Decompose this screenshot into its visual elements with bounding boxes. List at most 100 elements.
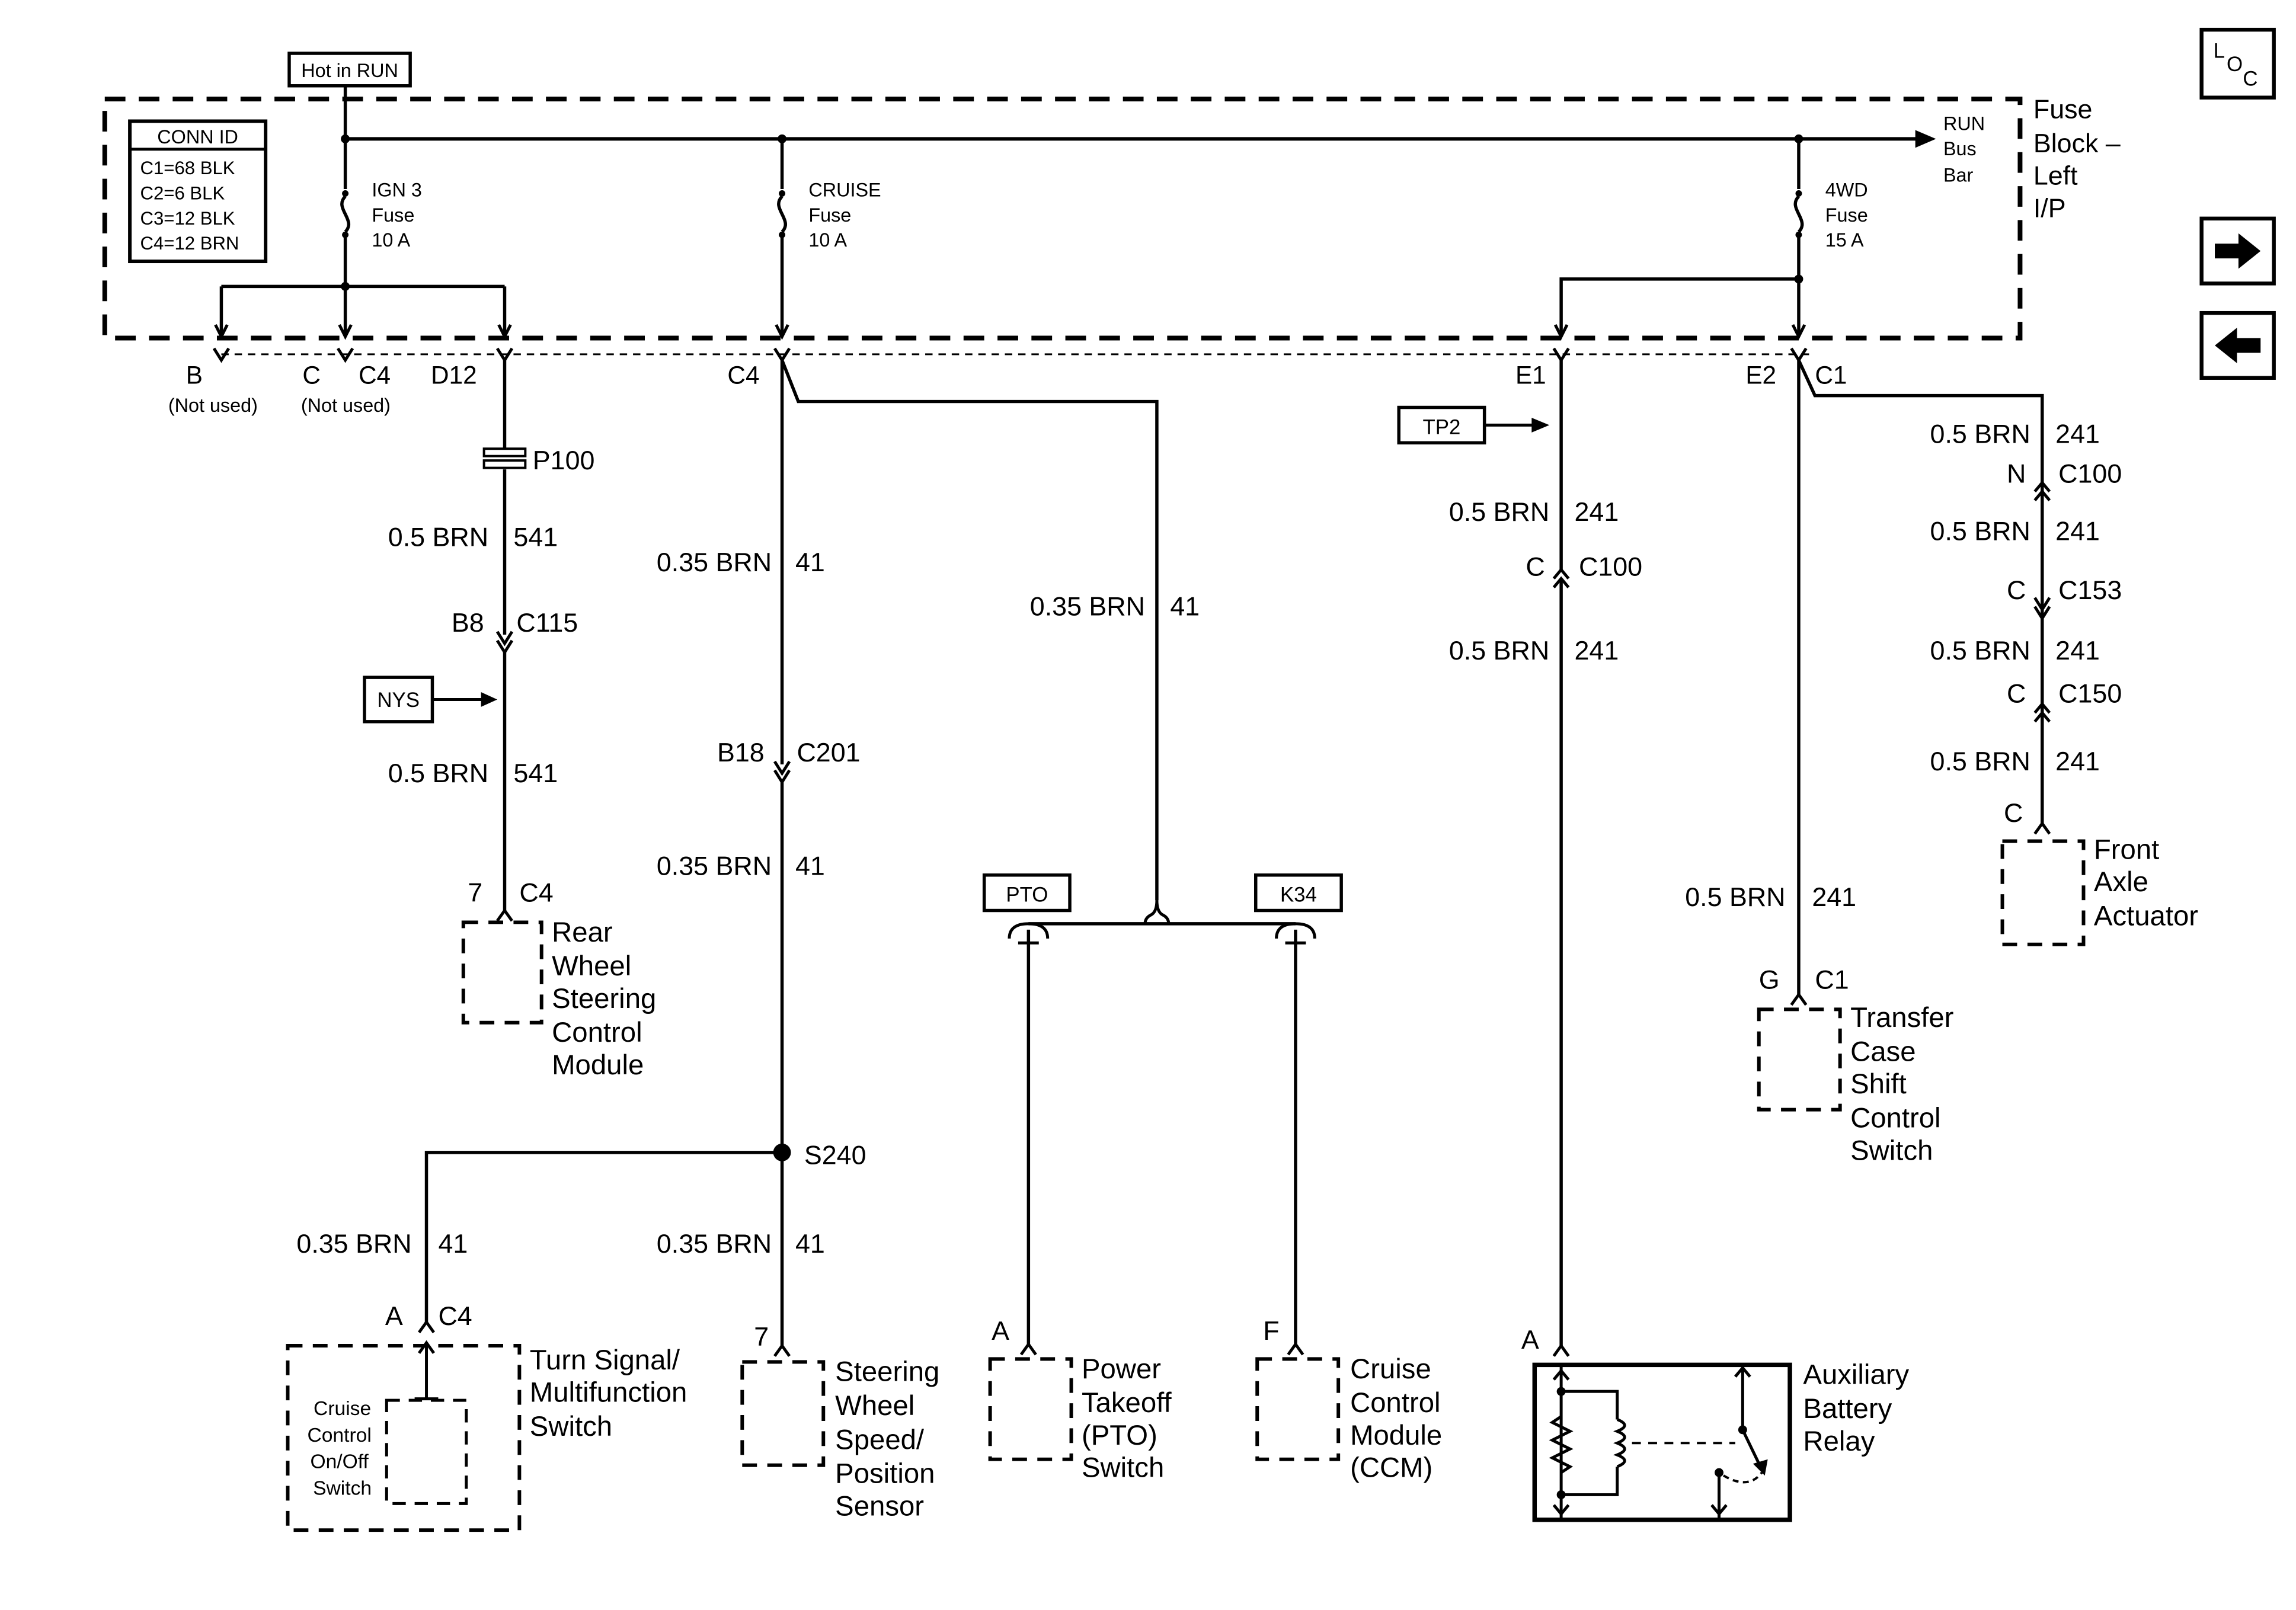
svg-text:B18: B18 [717, 738, 765, 767]
module-label: Actuator [2094, 900, 2198, 932]
svg-text:41: 41 [795, 548, 825, 577]
pin-label: C1 [1815, 361, 1847, 389]
svg-text:TP2: TP2 [1423, 415, 1461, 438]
module-label: Takeoff [1082, 1387, 1172, 1419]
fuse-block-title: Left [2033, 161, 2078, 191]
svg-text:NYS: NYS [377, 689, 420, 712]
svg-text:4WD: 4WD [1825, 179, 1868, 200]
svg-text:10 A: 10 A [372, 229, 410, 251]
module-label: Transfer [1850, 1002, 1953, 1033]
pin-label: C4 [727, 361, 759, 389]
pin-label: C [302, 361, 321, 389]
module-label: Position [835, 1458, 935, 1490]
turn-signal-module-box [286, 1343, 522, 1532]
svg-text:C: C [2243, 68, 2257, 91]
svg-text:S240: S240 [804, 1141, 866, 1170]
svg-text:C100: C100 [1579, 552, 1642, 581]
branch-transfer-case: 0.5 BRN 241 G C1 Transfer Case Shift Con… [1685, 360, 1953, 1166]
svg-text:C150: C150 [2058, 678, 2122, 708]
svg-text:541: 541 [513, 523, 558, 552]
tp2-label: TP2 [1397, 405, 1550, 445]
module-label: Switch [1850, 1135, 1933, 1166]
svg-text:241: 241 [2055, 419, 2100, 449]
next-page-button[interactable] [2199, 216, 2276, 286]
pin-label: B [186, 361, 203, 389]
svg-text:C153: C153 [2058, 575, 2122, 605]
module-label: Rear [552, 917, 613, 948]
steering-sensor-box [740, 1360, 826, 1467]
loc-button[interactable]: L O C [2199, 27, 2276, 100]
module-label: Shift [1850, 1068, 1907, 1100]
svg-text:C: C [2004, 798, 2023, 828]
svg-text:0.5 BRN: 0.5 BRN [1930, 636, 2030, 665]
svg-text:0.5 BRN: 0.5 BRN [1930, 419, 2030, 449]
svg-text:0.35 BRN: 0.35 BRN [657, 1229, 772, 1259]
arrow-right-icon [2215, 233, 2261, 269]
svg-text:15 A: 15 A [1825, 229, 1864, 251]
svg-text:C4: C4 [438, 1301, 472, 1331]
pin-label: D12 [431, 361, 477, 389]
module-label: Turn Signal/ [530, 1345, 680, 1376]
run-bus-label: RUN [1943, 113, 1985, 134]
nys-label: NYS [363, 676, 498, 724]
svg-text:A: A [1521, 1325, 1539, 1355]
module-label: Power [1082, 1353, 1161, 1385]
run-bus-label: Bar [1943, 165, 1974, 186]
hot-in-run-label: Hot in RUN [287, 52, 412, 88]
svg-text:241: 241 [1575, 636, 1619, 665]
svg-text:Switch: Switch [313, 1477, 372, 1499]
fuse-ign3: IGN 3 Fuse 10 A [340, 139, 422, 287]
module-label: Cruise [1350, 1353, 1431, 1385]
not-used-label: (Not used) [168, 395, 258, 416]
svg-text:F: F [1263, 1316, 1279, 1346]
cruise-onoff-switch-box [385, 1398, 468, 1505]
module-label: Switch [1082, 1452, 1164, 1484]
svg-text:Control: Control [307, 1425, 371, 1446]
module-label: Case [1850, 1036, 1916, 1067]
svg-text:A: A [385, 1301, 403, 1331]
not-used-label: (Not used) [301, 395, 391, 416]
conn-id-row: C1=68 BLK [140, 158, 235, 178]
svg-text:0.35 BRN: 0.35 BRN [657, 852, 772, 881]
svg-text:C: C [1526, 552, 1544, 581]
svg-text:0.5 BRN: 0.5 BRN [1449, 497, 1549, 527]
svg-text:41: 41 [438, 1229, 468, 1259]
module-label: Switch [530, 1411, 612, 1442]
branch-pto-ccm: 0.35 BRN 41 PTO K34 A Power Takeoff (PTO… [982, 592, 1442, 1484]
module-label: Axle [2094, 866, 2148, 898]
module-label: Control [1350, 1387, 1440, 1419]
conn-id-row: C2=6 BLK [140, 183, 225, 203]
module-label: Sensor [835, 1490, 924, 1522]
svg-text:L: L [2214, 39, 2225, 62]
svg-text:241: 241 [1575, 497, 1619, 527]
branch-rear-wheel-steering: P100 0.5 BRN 541 B8 C115 NYS 0.5 BRN 541… [363, 360, 656, 1081]
svg-text:P100: P100 [533, 446, 595, 475]
fuse-block-title: Fuse [2033, 95, 2093, 124]
svg-text:241: 241 [2055, 517, 2100, 546]
rws-module-box [461, 920, 543, 1025]
fuse-block: CONN ID C1=68 BLK C2=6 BLK C3=12 BLK C4=… [102, 52, 2121, 341]
module-label: Module [1350, 1420, 1442, 1451]
svg-text:0.35 BRN: 0.35 BRN [296, 1229, 411, 1259]
svg-text:Hot in RUN: Hot in RUN [301, 60, 398, 81]
module-label: Module [552, 1049, 644, 1081]
front-axle-actuator-box [2000, 839, 2086, 946]
svg-text:0.5 BRN: 0.5 BRN [388, 758, 488, 788]
module-label: Steering [552, 983, 656, 1014]
svg-text:0.35 BRN: 0.35 BRN [1030, 592, 1145, 622]
conn-id-row: C4=12 BRN [140, 233, 239, 254]
svg-text:241: 241 [2055, 747, 2100, 776]
svg-text:Fuse: Fuse [372, 204, 414, 226]
module-label: Control [1850, 1103, 1940, 1134]
svg-text:CRUISE: CRUISE [808, 179, 881, 200]
k34-option-label: K34 [1254, 873, 1343, 913]
svg-text:C201: C201 [797, 738, 860, 767]
arrow-left-icon [2215, 328, 2261, 363]
module-label: Auxiliary [1803, 1359, 1909, 1391]
svg-text:C: C [2007, 575, 2026, 605]
prev-page-button[interactable] [2199, 311, 2276, 380]
svg-text:IGN 3: IGN 3 [372, 179, 422, 200]
fuse-block-outline [102, 97, 2023, 341]
module-label: Relay [1803, 1426, 1875, 1457]
